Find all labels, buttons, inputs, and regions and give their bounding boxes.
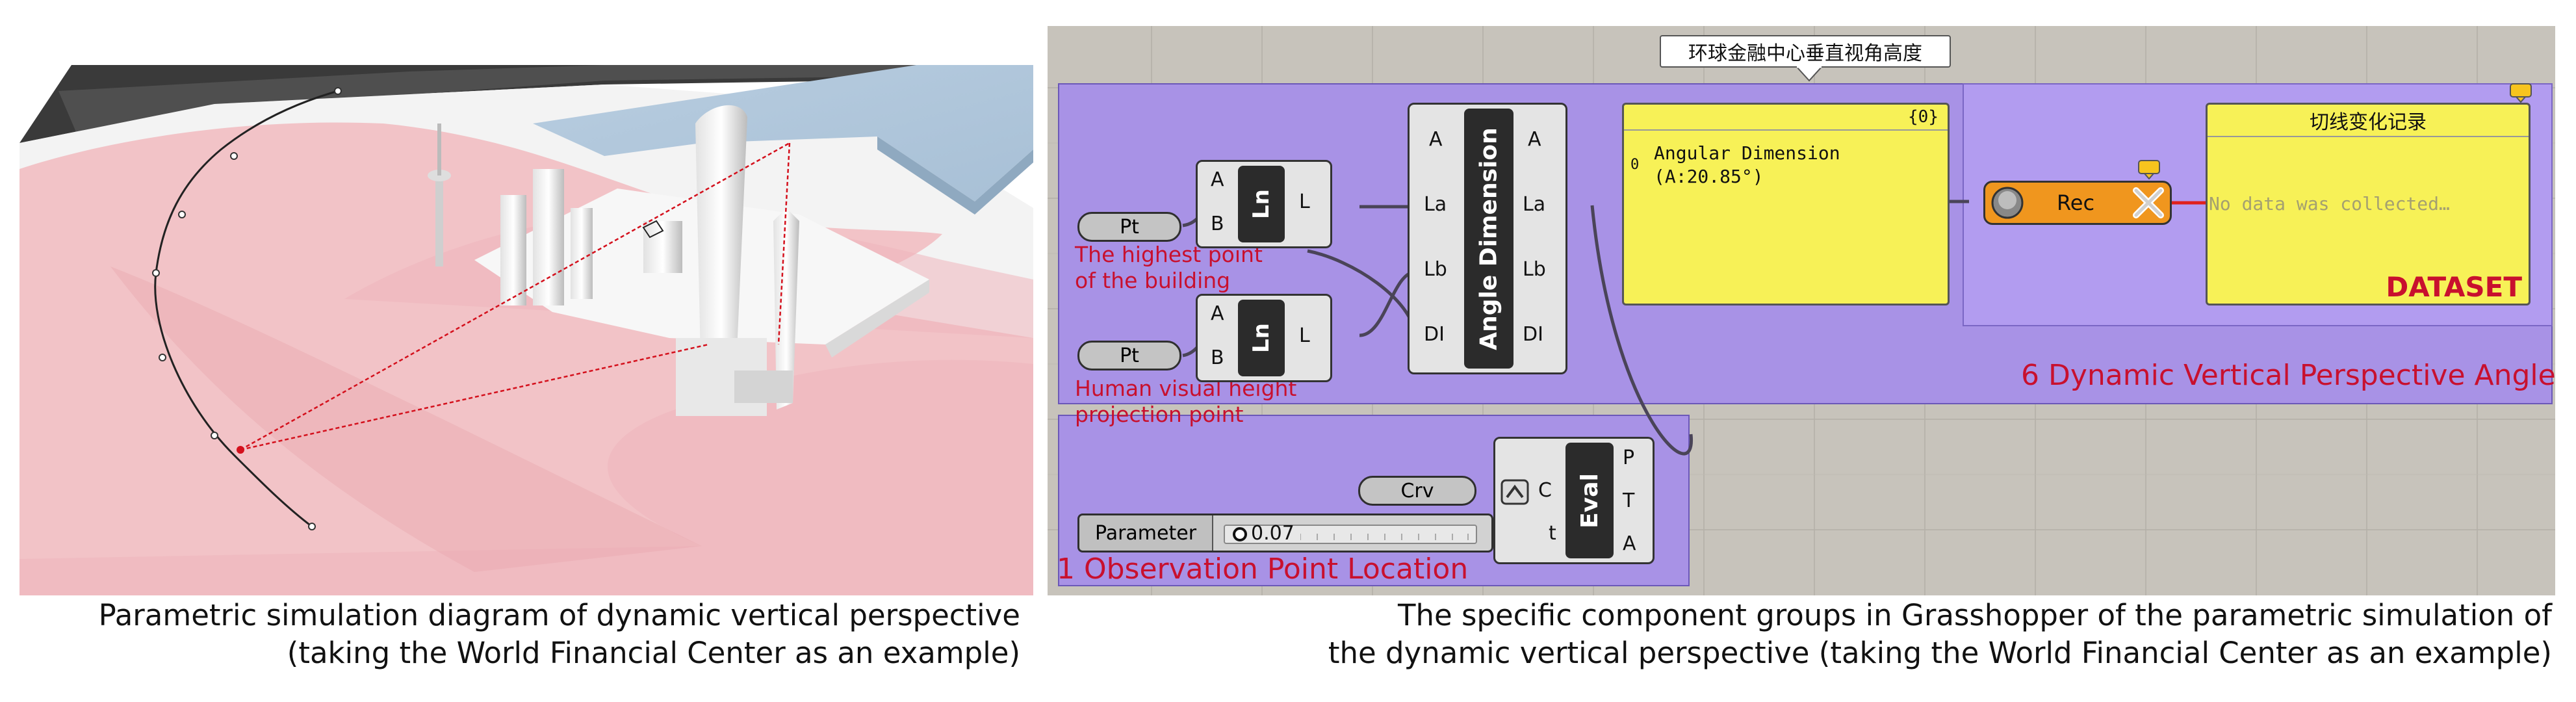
angle-output-di[interactable]: DI bbox=[1523, 323, 1543, 346]
grasshopper-canvas[interactable]: 6 Dynamic Vertical Perspective Angle 1 O… bbox=[1048, 26, 2555, 595]
dataset-panel[interactable]: 切线变化记录 No data was collected… DATASET bbox=[2206, 103, 2531, 306]
ln1-input-a[interactable]: A bbox=[1211, 168, 1224, 191]
pt-bottom-label: Pt bbox=[1120, 344, 1139, 367]
ln2-output-l[interactable]: L bbox=[1299, 324, 1310, 347]
right-caption-line1: The specific component groups in Grassho… bbox=[1397, 598, 2552, 632]
label-human-line2: projection point bbox=[1075, 402, 1244, 427]
callout-pointer bbox=[1796, 66, 1822, 82]
callout-text: 环球金融中心垂直视角高度 bbox=[1688, 42, 1922, 65]
angle-title-bar: Angle Dimension bbox=[1464, 109, 1513, 369]
dataset-flag-icon bbox=[2510, 83, 2532, 103]
ln-component-bottom[interactable]: A B Ln L bbox=[1196, 294, 1332, 382]
right-caption-line2: the dynamic vertical perspective (taking… bbox=[1328, 636, 2552, 670]
yellow-panel-index: 0 bbox=[1630, 157, 1640, 173]
angle-title: Angle Dimension bbox=[1475, 127, 1502, 350]
slider-name-box: Parameter bbox=[1079, 515, 1213, 551]
group-label-upper: 6 Dynamic Vertical Perspective Angle bbox=[2021, 359, 2555, 392]
close-x-icon[interactable] bbox=[2130, 184, 2167, 222]
left-caption-line2: (taking the World Financial Center as an… bbox=[287, 636, 1020, 670]
flag-icon bbox=[2138, 160, 2160, 179]
ln-component-top[interactable]: A B Ln L bbox=[1196, 160, 1332, 248]
ln2-input-b[interactable]: B bbox=[1211, 346, 1224, 369]
rec-label: Rec bbox=[2057, 190, 2095, 215]
eval-output-a[interactable]: A bbox=[1623, 532, 1636, 555]
angle-input-la[interactable]: La bbox=[1424, 193, 1447, 216]
eval-title: Eval bbox=[1576, 473, 1603, 528]
angle-output-a[interactable]: A bbox=[1528, 128, 1541, 151]
rec-component[interactable]: Rec bbox=[1983, 181, 2172, 225]
left-caption-line1: Parametric simulation diagram of dynamic… bbox=[98, 598, 1020, 632]
eval-output-p[interactable]: P bbox=[1623, 447, 1635, 469]
yellow-panel-header bbox=[1624, 105, 1948, 131]
left-scene-panel bbox=[19, 65, 1033, 596]
angle-input-a[interactable]: A bbox=[1429, 128, 1443, 151]
label-human-height: Human visual height projection point bbox=[1075, 376, 1296, 428]
ln1-title-bar: Ln bbox=[1238, 166, 1285, 242]
dataset-header: 切线变化记录 bbox=[2208, 105, 2529, 137]
skyline bbox=[428, 105, 799, 416]
ln1-output-l[interactable]: L bbox=[1299, 190, 1310, 213]
eval-output-t[interactable]: T bbox=[1623, 489, 1635, 512]
toggle-icon[interactable] bbox=[1501, 479, 1529, 505]
pt-param-top[interactable]: Pt bbox=[1077, 212, 1181, 242]
yellow-panel[interactable]: {0} 0 Angular Dimension (A:20.85°) bbox=[1622, 103, 1950, 306]
label-highest-line2: of the building bbox=[1075, 268, 1231, 293]
label-highest-point: The highest point of the building bbox=[1075, 242, 1263, 294]
dataset-tag: DATASET bbox=[2386, 271, 2522, 303]
callout-bubble: 环球金融中心垂直视角高度 bbox=[1660, 35, 1951, 68]
yellow-panel-line2: (A:20.85°) bbox=[1654, 166, 1764, 187]
angle-output-la[interactable]: La bbox=[1523, 193, 1546, 216]
scene-illustration bbox=[19, 65, 1033, 596]
group-label-lower: 1 Observation Point Location bbox=[1057, 552, 1469, 586]
dataset-title: 切线变化记录 bbox=[2310, 111, 2427, 134]
ln2-title: Ln bbox=[1248, 323, 1274, 353]
crv-label: Crv bbox=[1400, 479, 1434, 502]
slider-value: 0.07 bbox=[1251, 522, 1294, 545]
eval-component[interactable]: C t Eval P T A bbox=[1493, 437, 1655, 564]
record-button-icon[interactable] bbox=[1990, 186, 2024, 220]
slider-grip-icon[interactable] bbox=[1231, 526, 1248, 543]
ln1-title: Ln bbox=[1248, 189, 1274, 219]
angle-output-lb[interactable]: Lb bbox=[1523, 258, 1546, 281]
angle-input-di[interactable]: DI bbox=[1424, 323, 1445, 346]
slider-name: Parameter bbox=[1094, 521, 1197, 545]
river-water bbox=[533, 65, 1033, 202]
ln1-input-b[interactable]: B bbox=[1211, 213, 1224, 235]
eval-title-bar: Eval bbox=[1565, 443, 1614, 558]
ln2-title-bar: Ln bbox=[1238, 300, 1285, 376]
eval-input-t[interactable]: t bbox=[1549, 522, 1556, 545]
pt-param-bottom[interactable]: Pt bbox=[1077, 341, 1181, 370]
pt-top-label: Pt bbox=[1120, 215, 1139, 239]
angle-dimension-component[interactable]: A La Lb DI Angle Dimension A La Lb DI bbox=[1408, 103, 1567, 374]
crv-param[interactable]: Crv bbox=[1358, 476, 1476, 506]
right-caption: The specific component groups in Grassho… bbox=[1328, 597, 2552, 672]
yellow-panel-path: {0} bbox=[1908, 107, 1938, 127]
dataset-message: No data was collected… bbox=[2209, 193, 2450, 214]
left-caption: Parametric simulation diagram of dynamic… bbox=[99, 597, 1020, 672]
angle-input-lb[interactable]: Lb bbox=[1424, 258, 1447, 281]
eval-input-c[interactable]: C bbox=[1538, 479, 1552, 502]
parameter-slider[interactable]: Parameter 0.07 bbox=[1077, 514, 1493, 552]
sight-lines bbox=[240, 142, 791, 451]
yellow-panel-line1: Angular Dimension bbox=[1654, 142, 1840, 164]
ln2-input-a[interactable]: A bbox=[1211, 302, 1224, 325]
slider-ticks bbox=[1300, 534, 1469, 540]
